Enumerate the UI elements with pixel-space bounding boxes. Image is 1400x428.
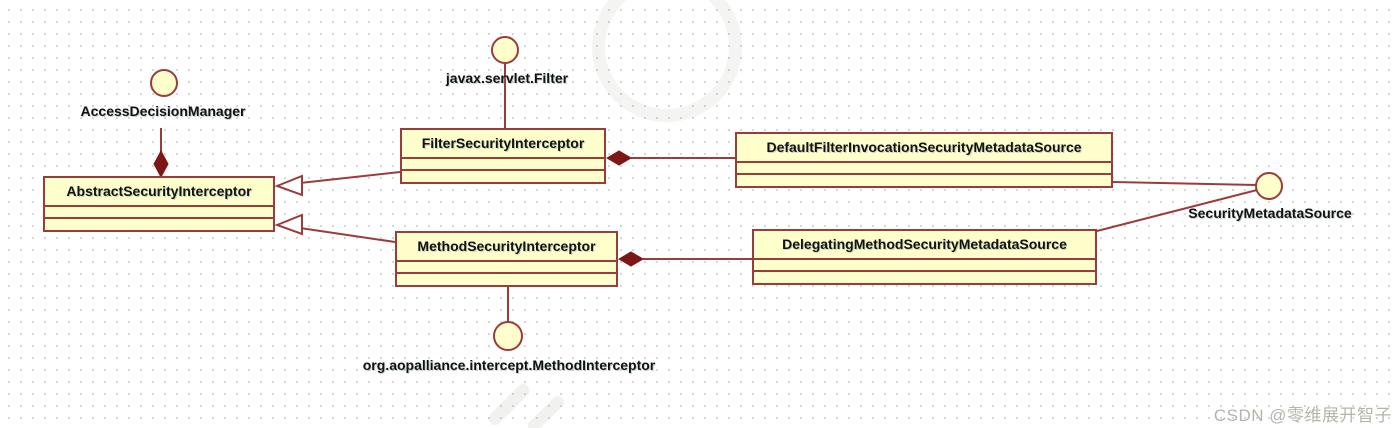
class-box-filtersecurityinterceptor[interactable]: FilterSecurityInterceptor (400, 128, 606, 184)
interface-circle-accessdecisionmanager[interactable] (150, 69, 178, 97)
connector-method-generalization (274, 213, 396, 243)
class-box-methodsecurityinterceptor[interactable]: MethodSecurityInterceptor (395, 231, 618, 287)
connector-delegatingsource-composition (618, 251, 752, 267)
connector-defaultsource-sms-lollipop (1112, 181, 1257, 186)
interface-circle-methodinterceptor[interactable] (493, 321, 523, 351)
interface-label-accessdecisionmanager: AccessDecisionManager (80, 103, 246, 119)
interface-label-methodinterceptor: org.aopalliance.intercept.MethodIntercep… (362, 357, 656, 373)
interface-label-servletfilter: javax.servlet.Filter (445, 70, 569, 86)
interface-label-securitymetadatasource: SecurityMetadataSource (1188, 205, 1352, 221)
class-box-abstractsecurityinterceptor[interactable]: AbstractSecurityInterceptor (43, 176, 275, 232)
class-title: FilterSecurityInterceptor (402, 130, 604, 159)
connector-delegatingsource-sms-lollipop (1096, 189, 1258, 232)
class-attributes-compartment (45, 207, 273, 219)
class-attributes-compartment (737, 163, 1111, 175)
connector-accessdecisionmanager-composition (153, 128, 169, 179)
class-attributes-compartment (754, 260, 1095, 272)
class-box-defaultfilterinvocationsecuritymetadatasource[interactable]: DefaultFilterInvocationSecurityMetadataS… (735, 132, 1113, 188)
class-attributes-compartment (402, 159, 604, 171)
interface-circle-servletfilter[interactable] (491, 36, 519, 64)
class-title: MethodSecurityInterceptor (397, 233, 616, 262)
class-title: AbstractSecurityInterceptor (45, 178, 273, 207)
class-operations-compartment (45, 219, 273, 230)
class-operations-compartment (402, 171, 604, 182)
class-attributes-compartment (397, 262, 616, 274)
class-box-delegatingmethodsecuritymetadatasource[interactable]: DelegatingMethodSecurityMetadataSource (752, 229, 1097, 285)
connector-filter-generalization (274, 171, 401, 197)
class-title: DefaultFilterInvocationSecurityMetadataS… (737, 134, 1111, 163)
class-operations-compartment (397, 274, 616, 285)
class-title: DelegatingMethodSecurityMetadataSource (754, 231, 1095, 260)
connector-defaultsource-composition (606, 150, 735, 166)
csdn-watermark-text: CSDN @零维展开智子 (1213, 406, 1392, 425)
class-operations-compartment (737, 175, 1111, 186)
class-operations-compartment (754, 272, 1095, 283)
interface-circle-securitymetadatasource[interactable] (1255, 172, 1283, 200)
